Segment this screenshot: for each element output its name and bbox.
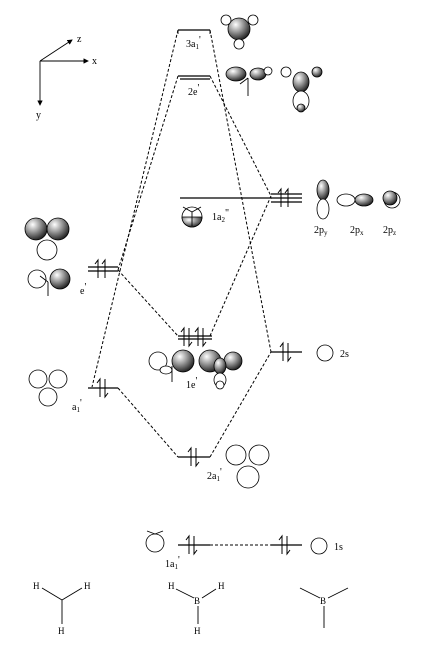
label-2e: 2e': [188, 83, 199, 98]
label-1a1: 1a1': [165, 555, 180, 571]
level-h-a1: a1': [72, 377, 118, 414]
label-3a1: 3a1': [186, 35, 201, 51]
p-z-orbital: 2pz: [382, 190, 401, 237]
b-atom: B: [320, 596, 326, 606]
label-2s: 2s: [340, 349, 349, 360]
s2-orbital: 2s: [316, 344, 349, 362]
level-2a1: 2a1': [178, 446, 222, 483]
label-h-a1: a1': [72, 398, 82, 414]
level-h-e: e': [80, 258, 118, 297]
mo-2e-picture-a: [225, 66, 273, 96]
h3-atom-h2: H: [84, 581, 91, 591]
bh3-atom-b: B: [194, 596, 200, 606]
mo-2e-picture-b: [280, 66, 323, 113]
axis-system: x y z: [36, 34, 97, 121]
boron-1s-level: [271, 534, 302, 556]
boron-2s-level: [271, 341, 302, 363]
level-1e: 1e': [178, 326, 212, 391]
label-1s: 1s: [334, 542, 343, 553]
mo-3a1-picture: [220, 14, 259, 50]
p-y-orbital: 2py: [314, 179, 330, 237]
label-2py: 2py: [314, 225, 328, 237]
mo-2a1-picture: [225, 444, 270, 489]
label-2px: 2px: [350, 225, 364, 237]
bh3-atom-h1: H: [168, 581, 175, 591]
axis-x-label: x: [92, 56, 97, 67]
p-x-orbital: 2px: [336, 193, 374, 237]
axis-y-label: y: [36, 110, 41, 121]
level-3a1: 3a1': [177, 29, 211, 51]
label-2pz: 2pz: [383, 225, 396, 237]
mo-1a1-picture: [145, 530, 165, 553]
label-1e: 1e': [186, 376, 197, 391]
label-h-e: e': [80, 282, 86, 297]
h3-atom-h3: H: [58, 626, 65, 636]
h3-e-orbital-a: [24, 217, 70, 261]
bh3-atom-h3: H: [194, 626, 201, 636]
level-1a1: 1a1': [165, 534, 210, 571]
structure-bh3: H H B H: [168, 581, 225, 636]
axis-z-label: z: [77, 34, 82, 45]
s1-orbital: 1s: [310, 537, 343, 555]
h3-e-orbital-b: [27, 268, 71, 296]
h3-a1-orbital: [28, 369, 68, 407]
label-2a1: 2a1': [207, 467, 222, 483]
level-1a2: 1a2": [180, 197, 272, 224]
bh3-atom-h2: H: [218, 581, 225, 591]
level-2e: 2e': [178, 75, 210, 98]
label-1a2: 1a2": [212, 208, 229, 224]
mo-1e-picture: [148, 349, 243, 390]
h3-atom-h1: H: [33, 581, 40, 591]
boron-2p-level: [271, 187, 302, 207]
structure-h3: H H H: [33, 581, 91, 636]
mo-1a2-picture: [181, 206, 203, 228]
structure-b: B: [299, 587, 349, 628]
